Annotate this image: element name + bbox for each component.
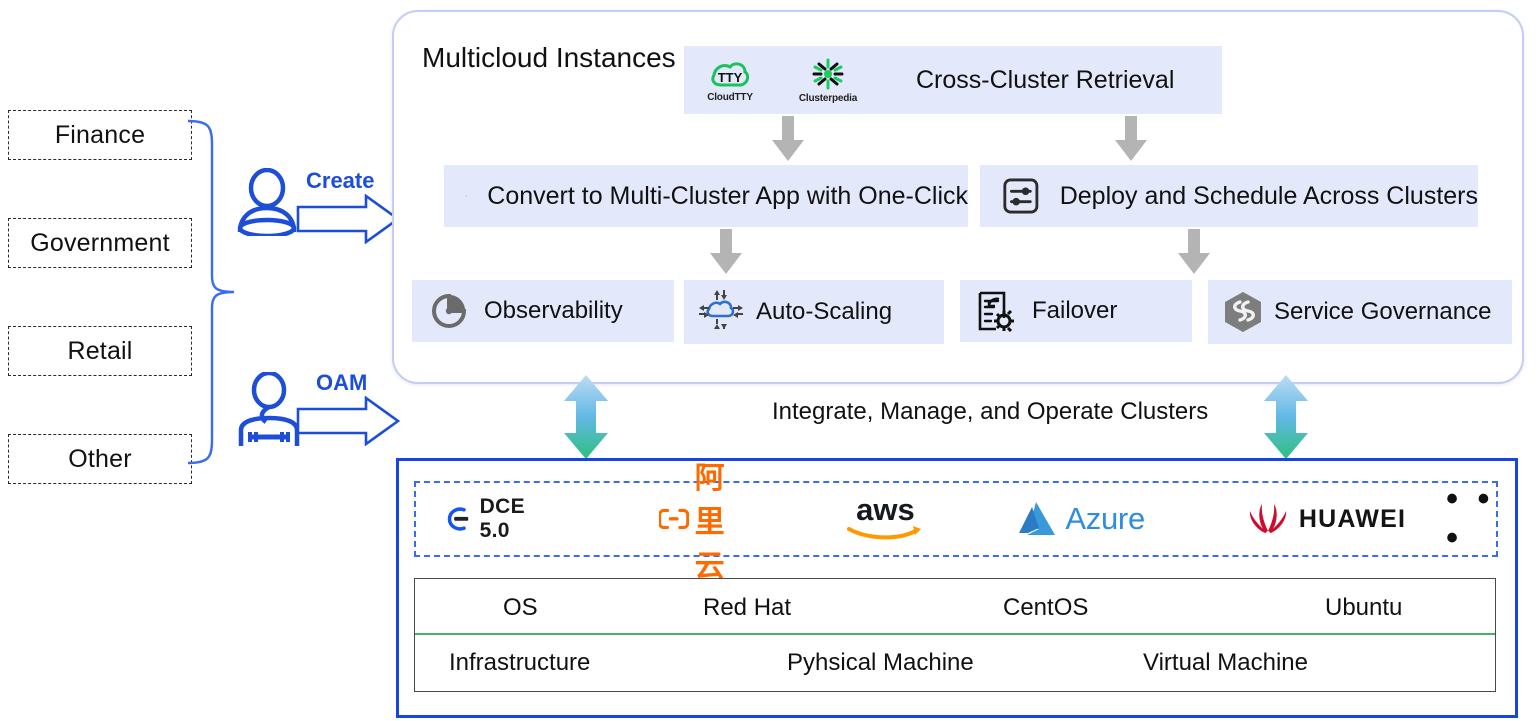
- oam-label: OAM: [316, 370, 368, 395]
- industry-box-government[interactable]: Government: [8, 218, 192, 268]
- donut-chart-icon: [432, 293, 467, 328]
- page-title: Multicloud Instances: [422, 42, 676, 73]
- istio-hex-icon: [1225, 292, 1261, 332]
- aws-smile-glyph: [847, 526, 922, 540]
- more-ellipsis: • • •: [1446, 480, 1495, 557]
- svg-text:TTY: TTY: [718, 70, 743, 85]
- industry-box-retail[interactable]: Retail: [8, 326, 192, 376]
- alibaba-glyph: [659, 508, 689, 530]
- aws-label: aws: [856, 492, 915, 527]
- create-label: Create: [306, 168, 375, 193]
- clusterpedia-glyph: [812, 58, 844, 89]
- connector-label: Integrate, Manage, and Operate Clusters: [772, 398, 1209, 425]
- flow-arrow-down-icon: [1115, 116, 1147, 161]
- infrastructure-cell: Pyhsical Machine: [787, 648, 974, 676]
- deploy-schedule-panel[interactable]: Deploy and Schedule Across Clusters: [980, 165, 1478, 227]
- convert-app-label: Convert to Multi-Cluster App with One-Cl…: [487, 181, 968, 210]
- dce-label: DCE 5.0: [479, 495, 525, 542]
- industry-label: Retail: [67, 336, 133, 365]
- os-cell: Ubuntu: [1325, 594, 1403, 621]
- cross-cluster-retrieval-panel[interactable]: TTY CloudTTY Clusterpedia Cross-Cluster …: [684, 46, 1222, 114]
- flow-arrow-down-icon: [772, 116, 804, 161]
- cloud-scale-icon: [699, 290, 743, 329]
- huawei-glyph: [1249, 504, 1286, 533]
- auto-scaling-panel[interactable]: Auto-Scaling: [684, 280, 944, 344]
- infrastructure-cell: Virtual Machine: [1143, 648, 1308, 676]
- observability-panel[interactable]: Observability: [412, 280, 674, 342]
- industry-box-finance[interactable]: Finance: [8, 110, 192, 160]
- cloudtty-caption: CloudTTY: [707, 91, 753, 103]
- azure-logo: Azure: [1015, 499, 1145, 539]
- os-infrastructure-table: OS Red Hat CentOS Ubuntu Infrastructure …: [414, 578, 1496, 692]
- alibaba-cloud-logo: 阿里云: [659, 453, 751, 585]
- industry-label: Other: [68, 444, 132, 473]
- convert-app-panel[interactable]: Convert to Multi-Cluster App with One-Cl…: [444, 165, 968, 227]
- table-divider: [415, 633, 1495, 635]
- service-governance-label: Service Governance: [1274, 298, 1492, 325]
- flow-arrow-down-icon: [1178, 229, 1210, 274]
- bidirectional-arrow-left-icon: [564, 375, 608, 459]
- auto-scaling-label: Auto-Scaling: [756, 298, 893, 325]
- cross-cluster-retrieval-label: Cross-Cluster Retrieval: [916, 65, 1175, 94]
- flow-arrow-down-icon: [710, 229, 742, 274]
- alibaba-label: 阿里云: [694, 462, 726, 583]
- document-gear-icon: [978, 291, 1014, 332]
- os-cell: Red Hat: [703, 594, 792, 621]
- cloudtty-logo: TTY CloudTTY: [684, 58, 776, 103]
- table-row: OS Red Hat CentOS Ubuntu: [415, 579, 1495, 633]
- deploy-schedule-label: Deploy and Schedule Across Clusters: [1059, 181, 1478, 210]
- sliders-icon: [1003, 178, 1039, 214]
- clusterpedia-caption: Clusterpedia: [798, 92, 858, 104]
- os-cell: OS: [503, 594, 538, 621]
- dce-logo: DCE 5.0: [440, 495, 537, 543]
- os-cell: CentOS: [1003, 594, 1089, 621]
- create-arrow-icon: [296, 194, 400, 244]
- huawei-logo: HUAWEI: [1245, 501, 1406, 537]
- failover-label: Failover: [1032, 297, 1118, 324]
- grouping-brace: [187, 119, 235, 465]
- oam-arrow-icon: [296, 396, 400, 446]
- table-row: Infrastructure Pyhsical Machine Virtual …: [415, 635, 1495, 691]
- industry-box-other[interactable]: Other: [8, 434, 192, 484]
- cloud-vendor-row: DCE 5.0 阿里云 aws Azure: [414, 462, 1498, 583]
- bidirectional-arrow-right-icon: [1264, 375, 1308, 459]
- dce-glyph: [447, 507, 469, 531]
- observability-label: Observability: [484, 297, 623, 324]
- industry-label: Government: [30, 228, 170, 257]
- clusterpedia-logo: Clusterpedia: [776, 57, 880, 104]
- sync-icon: [466, 195, 468, 197]
- azure-label: Azure: [1065, 501, 1145, 536]
- aws-logo: aws: [847, 492, 923, 542]
- user-icon: [237, 168, 297, 236]
- industry-label: Finance: [54, 120, 146, 149]
- azure-glyph: [1019, 502, 1056, 535]
- service-governance-panel[interactable]: Service Governance: [1208, 280, 1512, 344]
- failover-panel[interactable]: Failover: [960, 280, 1192, 342]
- infrastructure-cell: Infrastructure: [449, 648, 591, 676]
- huawei-label: HUAWEI: [1298, 504, 1407, 533]
- user-wrench-icon: [238, 372, 300, 446]
- cloudtty-glyph: TTY: [711, 61, 750, 86]
